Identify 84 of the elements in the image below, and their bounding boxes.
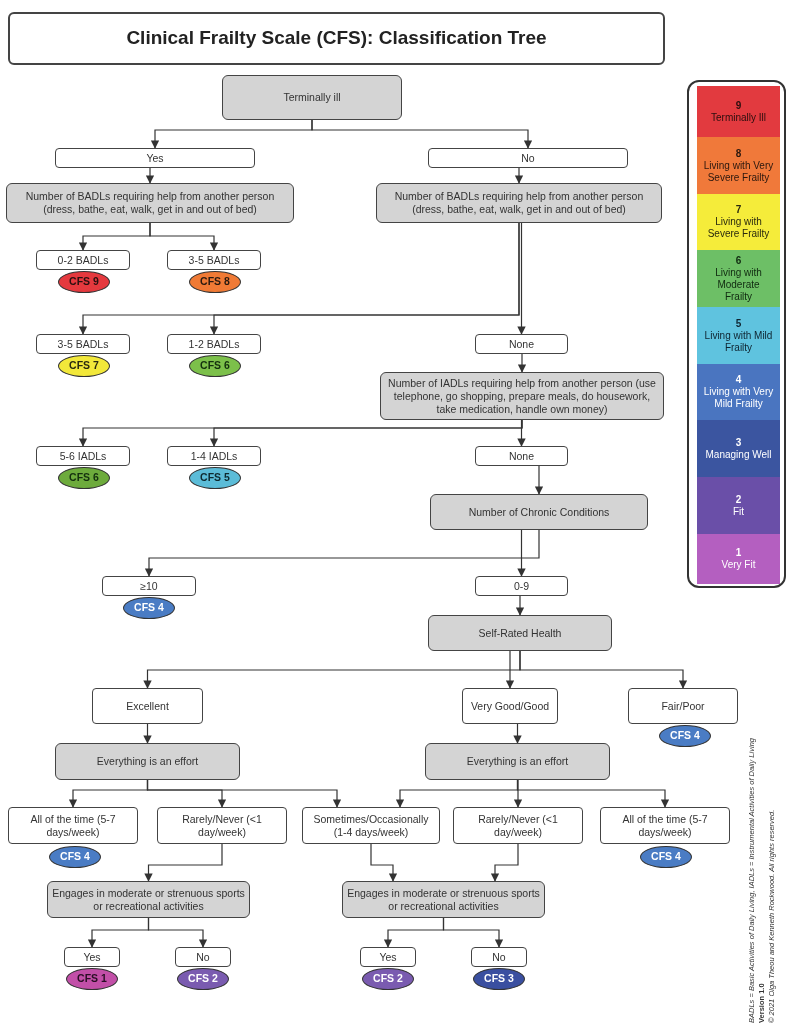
scale-band: 3 Managing Well: [697, 420, 780, 477]
score-ellipse: CFS 2: [177, 968, 229, 990]
answer-box: ≥10: [102, 576, 196, 596]
answer-box: Fair/Poor: [628, 688, 738, 724]
answer-box: 0-9: [475, 576, 568, 596]
title: Clinical Frailty Scale (CFS): Classification Tree: [8, 12, 665, 65]
answer-box: 5-6 IADLs: [36, 446, 130, 466]
arrow: [515, 595, 525, 616]
score-ellipse: CFS 6: [58, 467, 110, 489]
arrow: [143, 723, 152, 744]
answer-box: No: [175, 947, 231, 967]
answer-box: All of the time (5-7 days/week): [8, 807, 138, 844]
answer-box: 1-4 IADLs: [167, 446, 261, 466]
scale-panel: [687, 80, 786, 588]
arrow: [513, 779, 523, 808]
arrow: [311, 119, 533, 149]
scale-band: 1 Very Fit: [697, 534, 780, 584]
score-ellipse: CFS 9: [58, 271, 110, 293]
arrow: [146, 779, 342, 808]
scale-band: 6 Living with Moderate Frailty: [697, 250, 780, 307]
score-ellipse: CFS 8: [189, 271, 241, 293]
score-ellipse: CFS 4: [659, 725, 711, 747]
question-box: Self-Rated Health: [428, 615, 612, 651]
arrow: [517, 529, 526, 577]
scale-band: 2 Fit: [697, 477, 780, 534]
score-ellipse: CFS 2: [362, 968, 414, 990]
score-ellipse: CFS 7: [58, 355, 110, 377]
answer-box: Rarely/Never (<1 day/week): [453, 807, 583, 844]
score-ellipse: CFS 4: [49, 846, 101, 868]
answer-box: Yes: [360, 947, 416, 967]
question-box: Number of BADLs requiring help from another person (dress, bathe, eat, walk, get in and out of bed): [376, 183, 662, 223]
answer-box: No: [428, 148, 628, 168]
answer-box: Yes: [64, 947, 120, 967]
arrow: [144, 529, 540, 577]
question-box: Number of BADLs requiring help from another person (dress, bathe, eat, walk, get in and out of bed): [6, 183, 294, 223]
answer-box: Excellent: [92, 688, 203, 724]
arrow: [505, 650, 515, 689]
answer-box: Rarely/Never (<1 day/week): [157, 807, 287, 844]
arrow: [209, 222, 520, 335]
question-box: Number of IADLs requiring help from another person (use telephone, go shopping, prepare meals, do housework, take medication, handle own money): [380, 372, 664, 420]
scale-band: 8 Living with Very Severe Frailty: [697, 137, 780, 194]
answer-box: Very Good/Good: [462, 688, 558, 724]
question-box: Everything is an effort: [55, 743, 240, 780]
arrow: [144, 843, 223, 882]
question-box: Engages in moderate or strenuous sports or recreational activities: [47, 881, 250, 918]
arrow: [517, 353, 527, 373]
scale-band: 4 Living with Very Mild Frailty: [697, 364, 780, 420]
answer-box: 3-5 BADLs: [36, 334, 130, 354]
answer-box: Yes: [55, 148, 255, 168]
question-box: Engages in moderate or strenuous sports or recreational activities: [342, 881, 545, 918]
arrow: [517, 419, 526, 447]
score-ellipse: CFS 6: [189, 355, 241, 377]
question-box: Number of Chronic Conditions: [430, 494, 648, 530]
arrow: [209, 419, 523, 447]
arrow: [147, 917, 208, 948]
answer-box: 0-2 BADLs: [36, 250, 130, 270]
question-box: Everything is an effort: [425, 743, 610, 780]
answer-box: None: [475, 446, 568, 466]
answer-box: No: [471, 947, 527, 967]
scale-band: 7 Living with Severe Frailty: [697, 194, 780, 250]
scale-band: 5 Living with Mild Frailty: [697, 307, 780, 364]
answer-box: None: [475, 334, 568, 354]
arrow: [490, 843, 519, 882]
arrow: [513, 723, 522, 744]
arrow: [442, 917, 504, 948]
question-box: Terminally ill: [222, 75, 402, 120]
score-ellipse: CFS 5: [189, 467, 241, 489]
arrow: [149, 222, 219, 251]
answer-box: 1-2 BADLs: [167, 334, 261, 354]
arrow: [145, 167, 155, 184]
arrow: [534, 465, 544, 495]
answer-box: All of the time (5-7 days/week): [600, 807, 730, 844]
score-ellipse: CFS 4: [640, 846, 692, 868]
scale-band: 9 Terminally Ill: [697, 86, 780, 137]
arrow: [517, 222, 526, 335]
arrow: [370, 843, 398, 882]
arrow: [514, 167, 524, 184]
answer-box: 3-5 BADLs: [167, 250, 261, 270]
score-ellipse: CFS 4: [123, 597, 175, 619]
arrow: [516, 779, 670, 808]
score-ellipse: CFS 3: [473, 968, 525, 990]
answer-box: Sometimes/Occasionally (1-4 days/week): [302, 807, 440, 844]
arrow: [519, 650, 688, 689]
score-ellipse: CFS 1: [66, 968, 118, 990]
